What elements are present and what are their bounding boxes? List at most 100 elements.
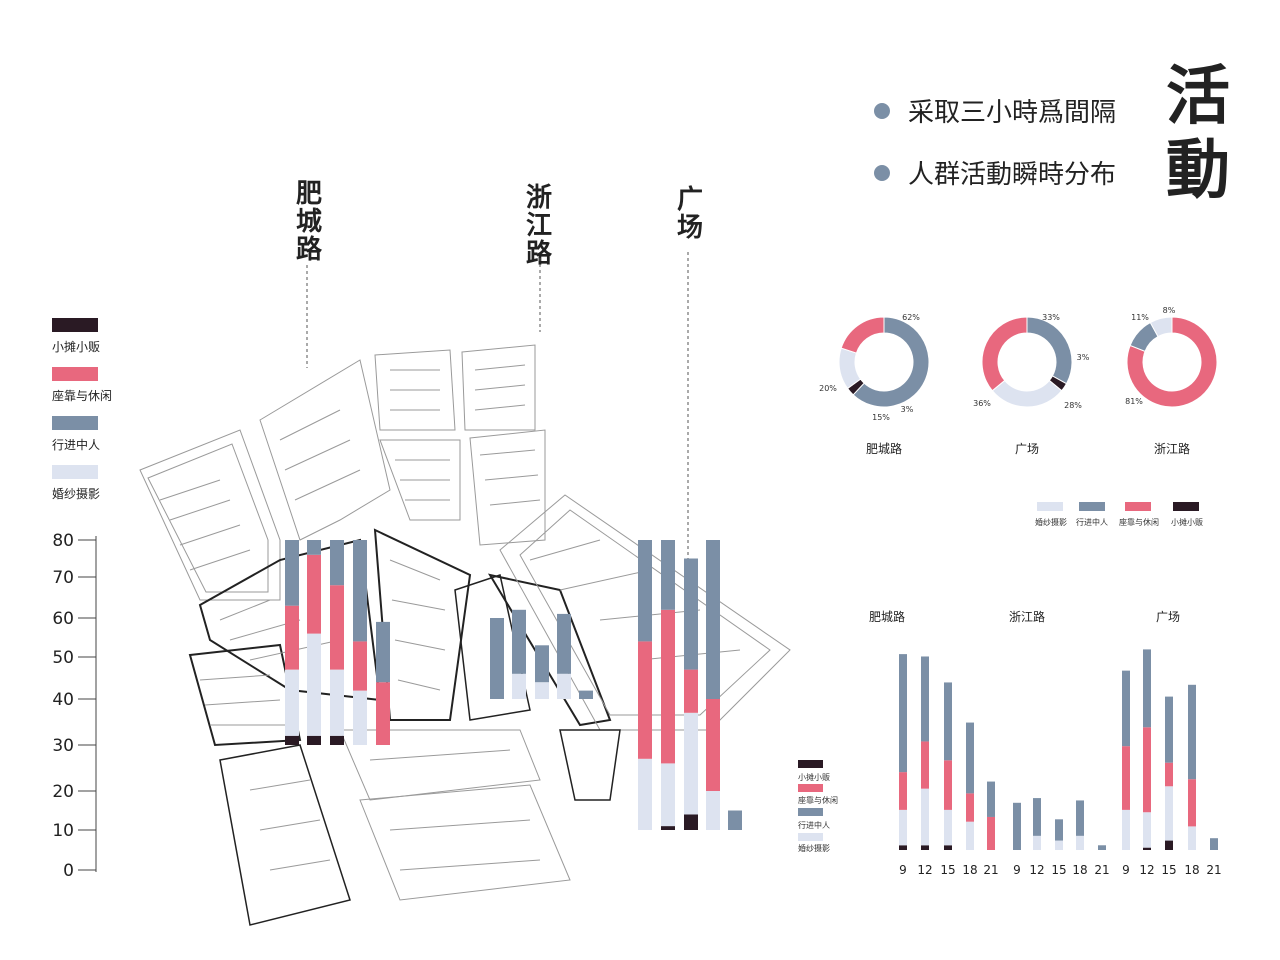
street-char: 路 [295,235,322,265]
main-bar-segment [353,690,367,745]
main-bar-segment [307,554,321,634]
main-bar-segment [330,735,344,745]
donut-slice [1026,316,1073,385]
bottom-legend-label-wedding: 婚纱摄影 [1035,517,1067,527]
small-bar-segment [1033,798,1041,836]
street-label-plaza: 广 场 [675,186,705,242]
donut-slice-label: 11% [1131,313,1149,322]
bottom-legend-label-walking: 行进中人 [1076,517,1108,527]
main-bar-segment [285,605,299,670]
main-bar-segment [684,558,698,670]
mid-legend-label-vendor: 小摊小贩 [798,772,830,782]
main-bar-segment [706,791,720,830]
main-bar-segment [307,540,321,555]
small-x-tick-label: 15 [940,863,955,877]
legend-swatch-seating [52,367,98,381]
small-x-tick-label: 21 [1206,863,1221,877]
small-bar-segment [1098,845,1106,850]
legend-label-walking: 行进中人 [52,438,101,452]
small-bar-segment [1143,727,1151,813]
mid-legend-swatch-seating [798,784,823,792]
main-bar-segment [706,699,720,791]
main-bar-segment [684,669,698,713]
small-bar-segment [899,772,907,810]
small-bar-segment [944,845,952,850]
small-group-title: 广场 [1156,610,1180,624]
small-bar-segment [1143,649,1151,728]
small-bar-segment [1076,800,1084,836]
mid-legend-label-wedding: 婚纱摄影 [798,843,830,853]
bullet-interval: 采取三小時爲間隔 [874,92,1116,129]
donut-title: 肥城路 [866,441,902,456]
bottom-legend-swatch-walking [1079,502,1105,511]
street-label-feicheng: 肥 城 路 [294,180,324,264]
donut-title: 浙江路 [1154,441,1190,456]
title-char-1: 活 [1166,59,1230,134]
main-bar-segment [376,621,390,683]
donut-slice-label: 3% [1077,353,1090,362]
mid-legend-label-walking: 行进中人 [798,820,830,830]
main-y-tick-label: 50 [52,648,74,668]
street-char: 城 [295,207,322,237]
small-bar-segment [1122,809,1130,850]
bottom-legend: 婚纱摄影 行进中人 座靠与休闲 小摊小贩 [1035,502,1203,527]
donut-slice-label: 15% [872,413,890,422]
mid-legend: 小摊小贩 座靠与休闲 行进中人 婚纱摄影 [798,760,838,853]
street-label-zhejiang: 浙 江 路 [524,184,554,268]
mid-legend-swatch-vendor [798,760,823,768]
main-bar-segment [285,669,299,736]
main-bar-segment [512,609,526,674]
main-bar-segment [330,669,344,736]
small-bar-segment [966,722,974,794]
street-char: 肥 [295,179,322,209]
main-y-tick-label: 20 [52,782,74,802]
mid-legend-swatch-wedding [798,833,823,841]
main-bar-segment [285,540,299,606]
bullet-distribution: 人群活動瞬時分布 [874,154,1116,191]
small-bar-segment [899,654,907,773]
small-bar-segment [1055,840,1063,850]
main-bar-segment [638,540,652,642]
legend-swatch-vendor [52,318,98,332]
small-x-tick-label: 18 [1184,863,1199,877]
donut-slice-label: 28% [1064,401,1082,410]
main-bar-segment [285,735,299,745]
bullet-dot-icon [874,102,890,119]
small-bar-segment [1210,838,1218,850]
bottom-legend-label-seating: 座靠与休闲 [1119,517,1159,527]
donut-slice-label: 33% [1042,313,1060,322]
legend-swatch-wedding [52,465,98,479]
small-bar-segment [1033,835,1041,850]
donut-slice-label: 81% [1125,397,1143,406]
small-bar-segment [944,809,952,846]
street-char: 广 [676,185,703,215]
legend-left: 小摊小贩 座靠与休闲 行进中人 婚纱摄影 [52,318,112,514]
main-bar-segment [535,682,549,699]
small-bar-segment [1165,840,1173,850]
donut-slice-label: 36% [973,399,991,408]
legend-label-seating: 座靠与休闲 [52,389,113,403]
street-char: 江 [525,211,552,241]
small-bar-segment [921,845,929,850]
small-x-tick-label: 12 [917,863,932,877]
small-bar-segment [899,845,907,850]
main-bar-segment [307,735,321,745]
street-char: 场 [676,213,703,243]
small-group-title: 浙江路 [1009,609,1045,624]
main-bar-segment [330,585,344,670]
main-y-tick-label: 0 [63,861,74,881]
small-bar-segment [1143,812,1151,848]
bottom-legend-swatch-wedding [1037,502,1063,511]
main-bar-segment [557,613,571,674]
donut-slice [981,316,1028,392]
small-bar-segment [1076,835,1084,850]
small-bar-segment [1165,762,1173,787]
main-y-tick-label: 10 [52,821,74,841]
main-bar-segment [638,641,652,759]
small-x-tick-label: 9 [1013,863,1021,877]
small-bar-segment [1188,779,1196,827]
small-bar-segment [921,656,929,742]
small-bar-segment [1122,746,1130,810]
bullet-interval-text: 采取三小時爲間隔 [908,98,1117,128]
